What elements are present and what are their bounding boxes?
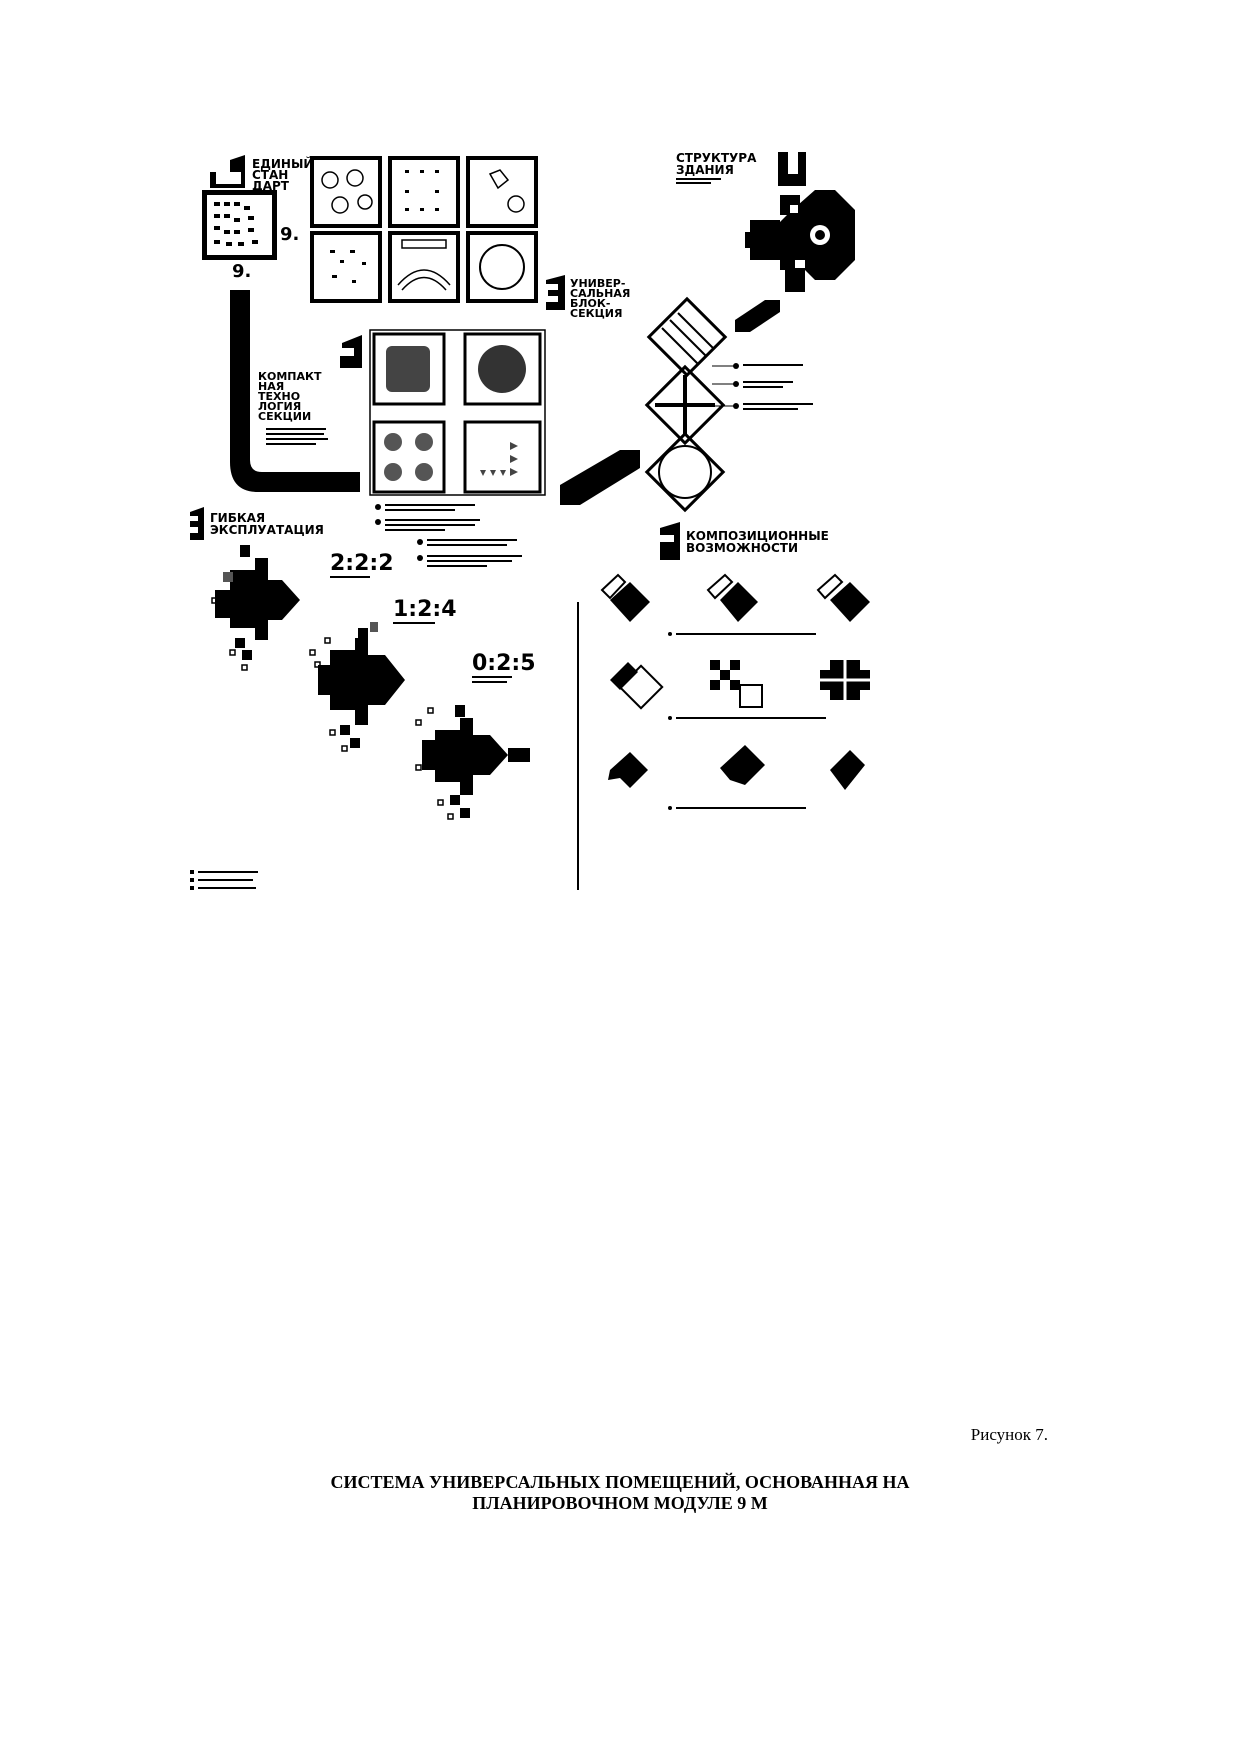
architecture-figure: ЕДИНЫЙ СТАН ДАРТ 9. 9. bbox=[190, 150, 970, 920]
section-4-title-2: ЗДАНИЯ bbox=[676, 163, 734, 177]
ratio-1: 2:2:2 bbox=[330, 551, 394, 576]
section-5-title-2: ЭКСПЛУАТАЦИЯ bbox=[210, 523, 324, 537]
section-1-mark-2: 9. bbox=[232, 261, 251, 282]
section-5: ГИБКАЯ ЭКСПЛУАТАЦИЯ 2:2:2 1:2:4 0: bbox=[190, 507, 536, 890]
module-grid bbox=[310, 156, 538, 303]
section-3: УНИВЕР- САЛЬНАЯ БЛОК- СЕКЦИЯ bbox=[546, 275, 813, 513]
figure-title: СИСТЕМА УНИВЕРСАЛЬНЫХ ПОМЕЩЕНИЙ, ОСНОВАН… bbox=[0, 1472, 1240, 1514]
ratio-2: 1:2:4 bbox=[393, 597, 457, 622]
section-6-title-1: КОМПОЗИЦИОННЫЕ bbox=[686, 529, 829, 543]
section-2: КОМПАКТ НАЯ ТЕХНО ЛОГИЯ СЕКЦИИ bbox=[258, 329, 546, 567]
section-2-title-1: КОМПАКТ bbox=[258, 370, 322, 383]
section-6: КОМПОЗИЦИОННЫЕ ВОЗМОЖНОСТИ bbox=[600, 522, 870, 810]
section-3-title-1: УНИВЕР- bbox=[570, 277, 625, 290]
section-4: СТРУКТУРА ЗДАНИЯ bbox=[676, 151, 855, 332]
ratio-3: 0:2:5 bbox=[472, 651, 536, 676]
connector-band-right bbox=[560, 450, 640, 505]
section-5-title-1: ГИБКАЯ bbox=[210, 511, 265, 525]
section-6-title-2: ВОЗМОЖНОСТИ bbox=[686, 541, 798, 555]
section-2-title-2: НАЯ bbox=[258, 380, 284, 393]
figure-title-line-1: СИСТЕМА УНИВЕРСАЛЬНЫХ ПОМЕЩЕНИЙ, ОСНОВАН… bbox=[330, 1472, 910, 1492]
section-4-title-1: СТРУКТУРА bbox=[676, 151, 757, 165]
section-2-title-4: ЛОГИЯ bbox=[258, 400, 301, 413]
figure-title-line-2: ПЛАНИРОВОЧНОМ МОДУЛЕ 9 М bbox=[472, 1493, 768, 1513]
section-1-title-3: ДАРТ bbox=[252, 179, 290, 193]
connector-band-left bbox=[230, 290, 360, 492]
section-1-title-2: СТАН bbox=[252, 168, 288, 182]
section-3-title-3: БЛОК- bbox=[570, 297, 610, 310]
section-1-mark: 9. bbox=[280, 224, 299, 245]
figure-caption: Рисунок 7. bbox=[970, 1425, 1048, 1444]
section-2-title-5: СЕКЦИИ bbox=[258, 410, 311, 423]
section-1: ЕДИНЫЙ СТАН ДАРТ 9. 9. bbox=[202, 155, 538, 303]
section-1-title-1: ЕДИНЫЙ bbox=[252, 156, 313, 171]
section-3-title-2: САЛЬНАЯ bbox=[570, 287, 630, 300]
section-3-title-4: СЕКЦИЯ bbox=[570, 307, 622, 320]
section-2-title-3: ТЕХНО bbox=[258, 390, 300, 403]
